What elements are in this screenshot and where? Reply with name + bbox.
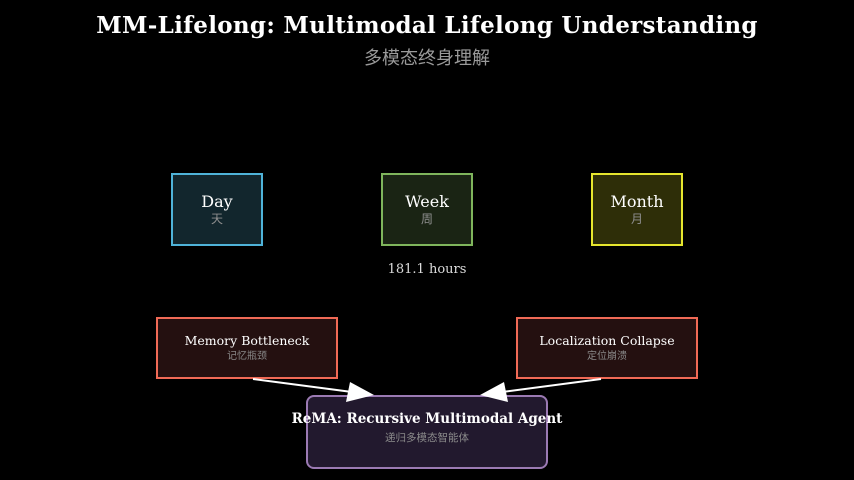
timescale-day-box: Day 天	[171, 173, 263, 246]
timescale-month-sublabel: 月	[630, 212, 643, 226]
timescale-week-box: Week 周	[381, 173, 473, 246]
memory-bottleneck-sublabel: 记忆瓶颈	[227, 351, 267, 362]
rema-agent-label: ReMA: Recursive Multimodal Agent	[291, 411, 563, 427]
timescale-month-box: Month 月	[591, 173, 683, 246]
memory-bottleneck-label: Memory Bottleneck	[184, 333, 310, 348]
diagram-title: MM-Lifelong: Multimodal Lifelong Underst…	[96, 12, 758, 39]
timescale-day-sublabel: 天	[210, 212, 223, 226]
timescale-week-sublabel: 周	[420, 212, 433, 226]
memory-bottleneck-box: Memory Bottleneck 记忆瓶颈	[156, 317, 338, 379]
rema-agent-sublabel: 递归多模态智能体	[385, 432, 469, 444]
rema-agent-box: ReMA: Recursive Multimodal Agent 递归多模态智能…	[292, 395, 562, 469]
localization-collapse-label: Localization Collapse	[539, 333, 675, 348]
timescale-day-label: Day	[201, 192, 233, 211]
duration-label: 181.1 hours	[387, 262, 467, 277]
timescale-month-label: Month	[610, 192, 664, 211]
localization-collapse-box: Localization Collapse 定位崩溃	[516, 317, 698, 379]
timescale-week-label: Week	[405, 192, 449, 211]
localization-collapse-sublabel: 定位崩溃	[587, 351, 627, 362]
diagram-subtitle: 多模态终身理解	[364, 48, 490, 69]
